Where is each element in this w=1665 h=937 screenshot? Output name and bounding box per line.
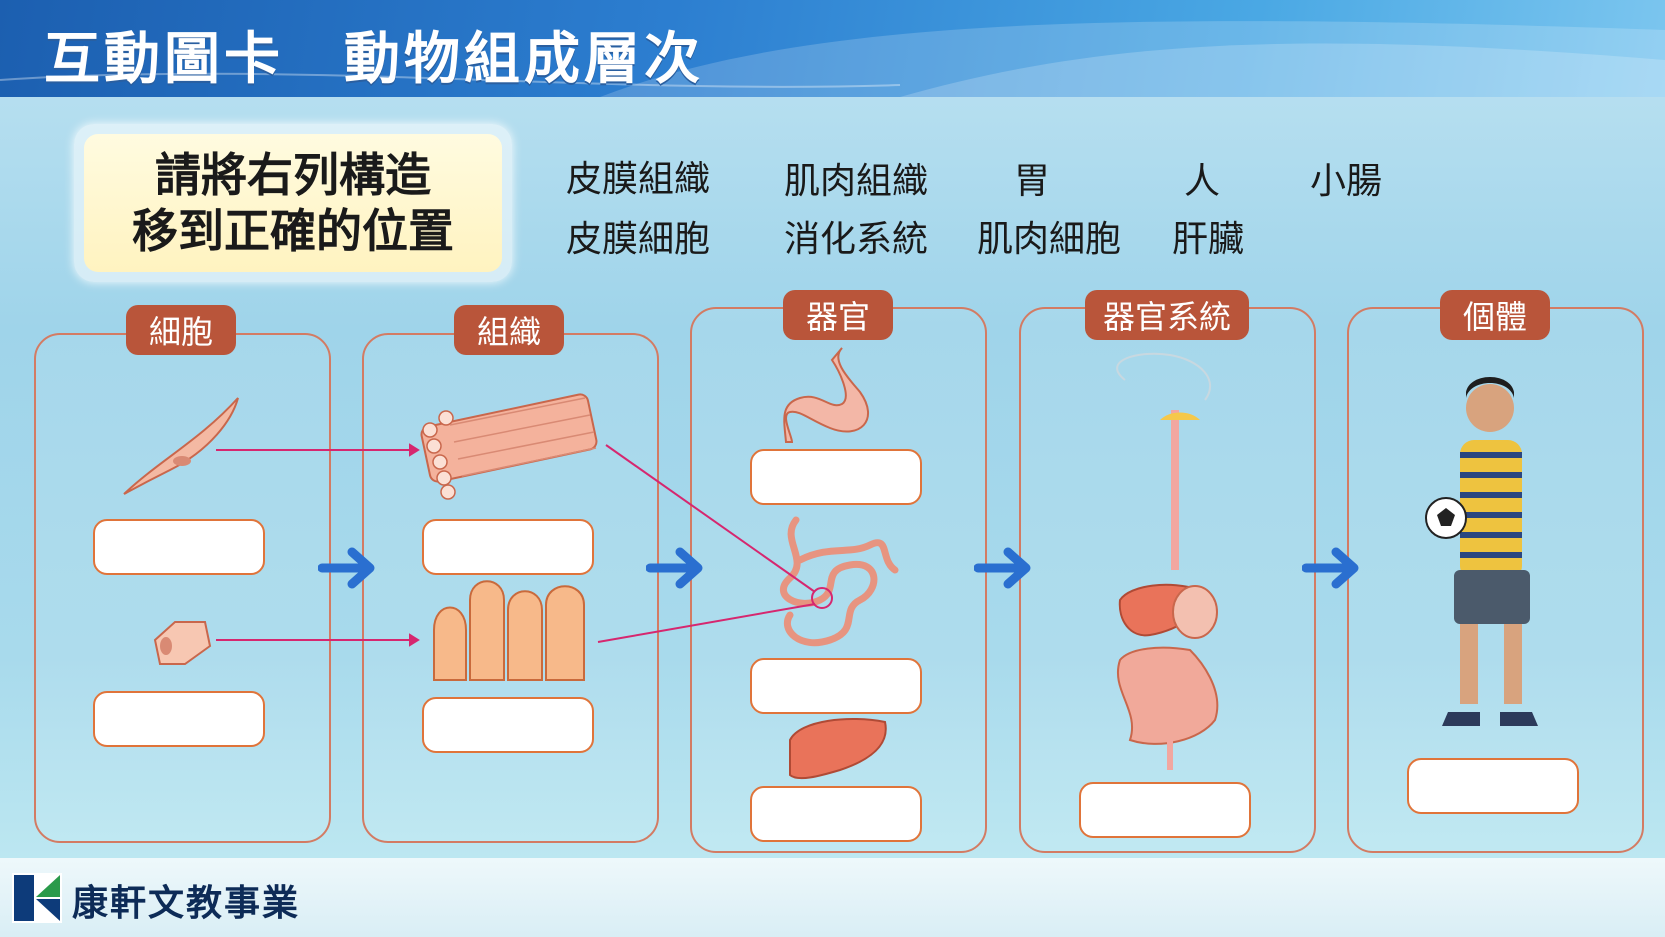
wave-decoration [0,21,1665,97]
drop-target-organism[interactable] [1407,758,1579,814]
panel-label-organ: 器官 [783,290,893,340]
term-muscle-tissue[interactable]: 肌肉組織 [784,161,929,202]
instruction-line-1: 請將右列構造 [155,148,431,202]
instruction-box: 請將右列構造 移到正確的位置 [84,134,502,272]
kanghsuan-logo-icon [12,873,62,923]
arrow-right-icon [974,547,1031,589]
instruction-line-2: 移到正確的位置 [132,204,454,258]
drop-target-cell-2[interactable] [93,691,265,747]
drop-target-tissue-2[interactable] [422,697,594,753]
term-liver[interactable]: 肝臟 [1172,219,1245,260]
arrow-right-icon [646,547,703,589]
drop-target-cell-1[interactable] [93,519,265,575]
drop-target-organ-1[interactable] [750,449,922,505]
term-human[interactable]: 人 [1184,161,1221,202]
panel-label-organism: 個體 [1440,290,1550,340]
term-muscle-cell[interactable]: 肌肉細胞 [977,219,1122,260]
brand-name: 康軒文教事業 [72,883,301,924]
drop-target-tissue-1[interactable] [422,519,594,575]
title-bar: 互動圖卡 動物組成層次 [0,0,1665,97]
page-title: 互動圖卡 動物組成層次 [44,27,704,92]
arrow-right-icon [318,547,375,589]
arrow-right-icon [1302,547,1359,589]
term-digestive-system[interactable]: 消化系統 [784,219,929,260]
panel-organ [690,307,987,853]
footer: 康軒文教事業 [0,858,1665,937]
term-stomach[interactable]: 胃 [1014,161,1051,202]
panel-label-cell: 細胞 [126,305,236,355]
panel-cell [34,333,331,843]
drop-target-organ-3[interactable] [750,786,922,842]
drop-target-organ-2[interactable] [750,658,922,714]
panel-label-tissue: 組織 [454,305,564,355]
term-epithelial-cell[interactable]: 皮膜細胞 [566,219,711,260]
panel-organ-system [1019,307,1316,853]
panel-tissue [362,333,659,843]
drop-target-organ-system[interactable] [1079,782,1251,838]
panel-label-organ-system: 器官系統 [1085,290,1249,340]
term-small-intestine[interactable]: 小腸 [1310,161,1383,202]
term-epithelial-tissue[interactable]: 皮膜組織 [566,159,711,200]
